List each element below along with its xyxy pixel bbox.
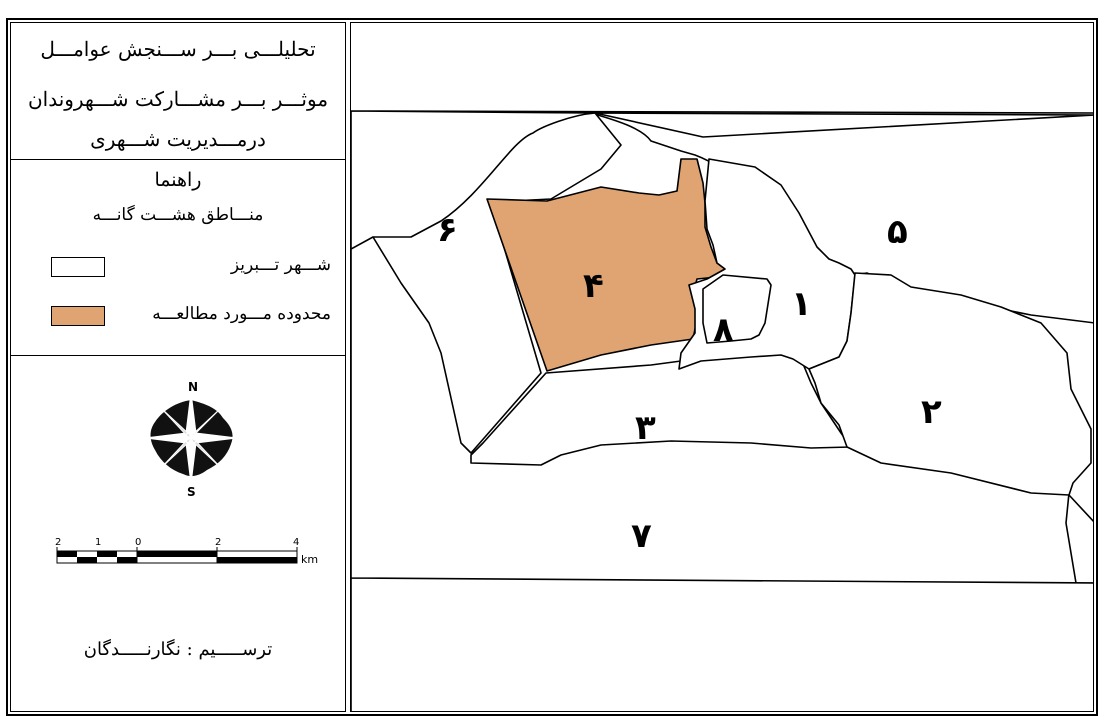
outer-frame	[6, 18, 1098, 716]
scale-bar: 2 1 0 2 4 km	[55, 537, 318, 566]
scale-tick-label: 1	[95, 537, 101, 548]
map-title-line-1: تحلیلـــی بـــر ســـنجش عوامـــل	[40, 37, 316, 61]
legend-subheading: منـــاطق هشـــت گانـــه	[92, 205, 264, 225]
scale-tick-label: 4	[293, 537, 299, 548]
zone-label-8: ۸	[713, 310, 734, 350]
zone-label-4: ۴	[583, 266, 604, 306]
map-title-line-2: موثـــر بـــر مشـــارکت شـــهروندان	[27, 87, 329, 111]
zone-label-7: ۷	[631, 516, 652, 556]
zone-6-area	[351, 112, 622, 454]
legend-item-city: شـــهر تـــبریز	[51, 255, 331, 283]
zone-label-5: ۵	[887, 212, 908, 252]
zone-2-area	[808, 272, 1092, 496]
zone-3-area	[470, 352, 852, 466]
legend-swatch-city	[51, 257, 105, 277]
map-panel: ۶ ۵ ۴ ۱ ۸ ۲ ۳ ۷	[350, 22, 1094, 712]
legend-label-study-area: محدوده مـــورد مطالعـــه	[152, 304, 331, 324]
scale-unit-label: km	[301, 553, 318, 566]
compass-north-label: N	[188, 380, 198, 394]
scale-tick-label: 0	[135, 537, 141, 548]
legend-panel: تحلیلـــی بـــر ســـنجش عوامـــل موثـــر…	[10, 22, 346, 712]
legend-swatch-study-area	[51, 306, 105, 326]
legend-label-city: شـــهر تـــبریز	[230, 255, 331, 275]
compass-south-label: S	[187, 485, 196, 498]
zone-label-6: ۶	[437, 210, 458, 250]
scale-tick-label: 2	[55, 537, 61, 548]
legend-item-study-area: محدوده مـــورد مطالعـــه	[51, 304, 331, 332]
map-title-line-3: درمـــدیریت شـــهری	[90, 127, 266, 151]
north-arrow-compass-icon: N S E W	[135, 380, 241, 498]
compass-west-label: W	[135, 431, 148, 445]
zone-label-1: ۱	[791, 284, 812, 324]
scale-tick-label: 2	[215, 537, 221, 548]
zone-4-area	[486, 158, 726, 372]
title-divider	[11, 159, 345, 160]
zone-label-2: ۲	[921, 392, 942, 432]
map-credit: ترســـــیم : نگارنـــــدگان	[83, 639, 273, 660]
legend-divider	[11, 355, 345, 356]
legend-heading: راهنما	[154, 169, 202, 191]
zone-8-area	[702, 274, 772, 344]
zone-label-3: ۳	[635, 408, 656, 448]
compass-star	[144, 391, 238, 485]
district-map: ۶ ۵ ۴ ۱ ۸ ۲ ۳ ۷	[351, 110, 1093, 711]
scale-bar-segments	[56, 547, 298, 564]
compass-east-label: E	[233, 431, 241, 445]
